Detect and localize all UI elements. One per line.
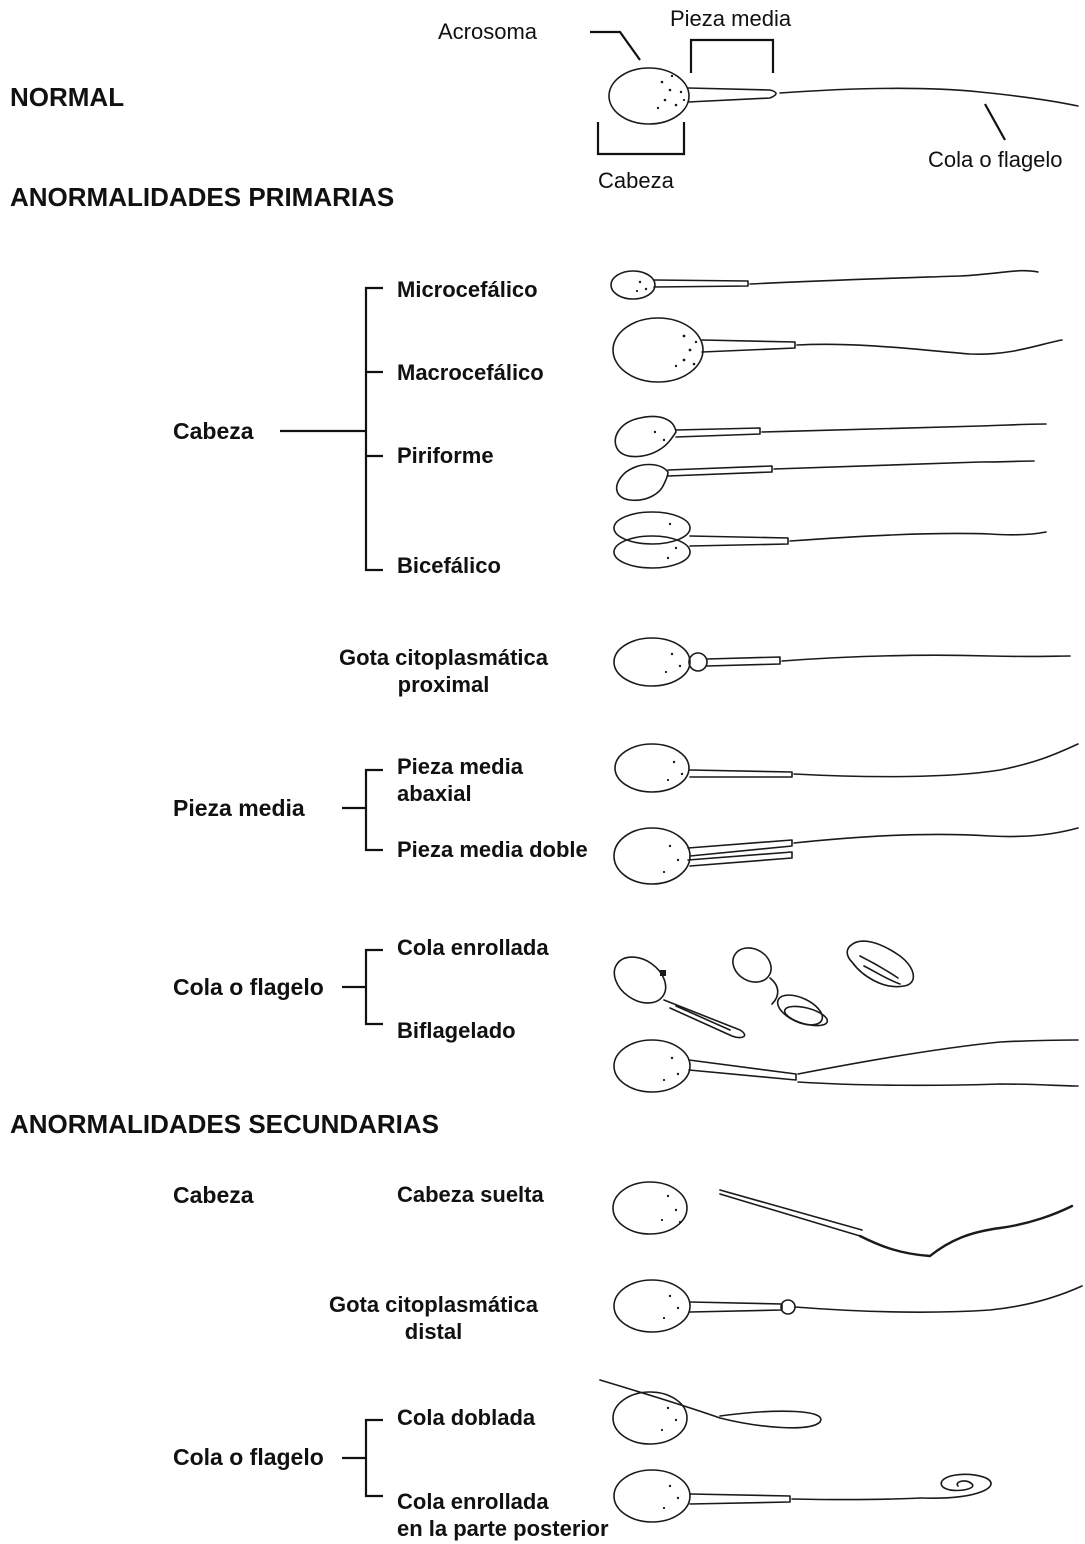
secondary-tail-bracket xyxy=(342,1420,383,1496)
piriform-sperm-1 xyxy=(615,417,1046,457)
bicephalic-sperm xyxy=(614,512,1046,568)
primary-head-bracket xyxy=(280,288,383,570)
proximal-droplet-sperm xyxy=(614,638,1070,686)
posterior-coil-sperm xyxy=(614,1470,991,1522)
cabeza-bracket xyxy=(598,122,684,154)
coiled-tail-sperm-1 xyxy=(606,948,745,1038)
acrosoma-leader xyxy=(590,32,640,60)
microcephalic-sperm xyxy=(611,271,1038,299)
piriform-sperm-2 xyxy=(617,461,1034,500)
pieza-media-bracket xyxy=(691,40,773,73)
primary-tail-bracket xyxy=(342,950,383,1024)
cola-leader xyxy=(985,104,1005,140)
biflagellate-sperm xyxy=(614,1040,1078,1092)
loose-head-sperm xyxy=(613,1182,1072,1256)
coiled-tail-sperm-2 xyxy=(727,941,830,1031)
macrocephalic-sperm xyxy=(613,318,1062,382)
primary-midpiece-bracket xyxy=(342,770,383,850)
bent-tail-sperm xyxy=(600,1380,821,1444)
normal-sperm xyxy=(609,68,1078,124)
abaxial-midpiece-sperm xyxy=(615,744,1078,792)
double-midpiece-sperm xyxy=(614,828,1078,884)
distal-droplet-sperm xyxy=(614,1280,1082,1332)
coiled-tail-sperm-3 xyxy=(847,941,913,987)
